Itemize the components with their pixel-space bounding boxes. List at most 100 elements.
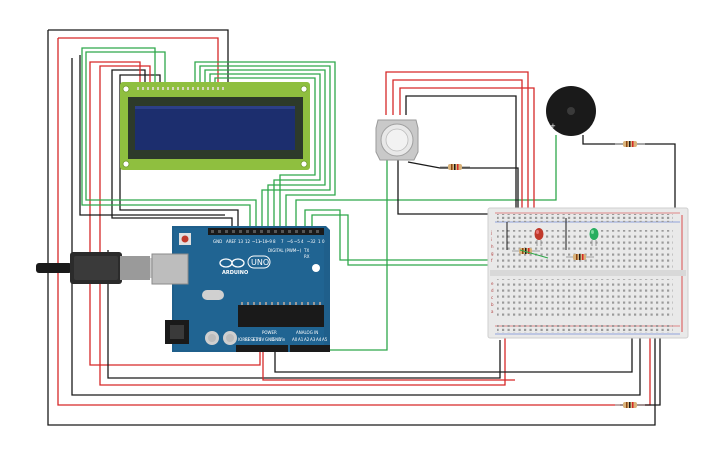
arduino-uno: AREF 13 12 ~11 ~10 ~9 8 7 ~6 ~5 4 ~3 2 1… <box>151 226 330 352</box>
row-letter-j: j <box>490 230 492 235</box>
tx-label: TX <box>303 248 309 253</box>
wire-green-lcd-3 <box>199 65 331 232</box>
pin-label-gnd-2: GND <box>272 337 281 342</box>
wire-green-gas <box>325 160 388 351</box>
pin-label-gnd: GND <box>213 239 222 244</box>
pin-label-a4: A4 <box>316 337 322 342</box>
pin-label-gnd-1: GND <box>265 337 274 342</box>
buzzer-plus-mark: + <box>550 122 556 130</box>
wire-green-lcd-4 <box>204 69 326 232</box>
row-letter-d: d <box>491 288 494 293</box>
wire-black-outer <box>47 29 656 426</box>
row-letter-b: b <box>491 302 494 307</box>
pin-label-5v: 5V <box>259 337 265 342</box>
red-led <box>534 228 544 246</box>
pin-label-a3: A3 <box>310 337 316 342</box>
arduino-logo-text: ARDUINO <box>222 270 248 276</box>
wire-green-buzzer <box>295 135 557 232</box>
pin-label-13: 13 <box>238 239 244 244</box>
resistors <box>440 141 645 408</box>
breadboard: j i h g f e d c b a <box>487 207 689 339</box>
wire-red-gas-1 <box>385 71 529 220</box>
wire-red-gas-2 <box>392 79 523 220</box>
power-header <box>236 345 288 352</box>
usb-cable <box>36 252 174 284</box>
wire-red-third <box>99 65 506 386</box>
wire-black-gas-down <box>397 160 488 215</box>
row-letter-e: e <box>491 281 494 286</box>
row-letter-c: c <box>491 295 493 300</box>
pin-label-8: 8 <box>273 239 276 244</box>
wire-green-lcd-2 <box>85 51 257 232</box>
breadboard-row-letters: j i h g f e d c b a <box>490 230 494 314</box>
wire-red-bottom <box>262 350 515 381</box>
lcd-pin-header <box>137 87 224 90</box>
resistor-bb-green-led <box>566 254 594 260</box>
row-letter-g: g <box>491 251 494 256</box>
pin-label-10: ~10 <box>259 239 268 244</box>
piezo-buzzer: + <box>546 86 596 136</box>
pin-label-3v3: 3.3V <box>252 337 261 342</box>
lcd-display <box>120 82 310 170</box>
pin-label-4: 4 <box>301 239 304 244</box>
wire-black-gas <box>405 95 517 220</box>
pin-label-7: 7 <box>281 239 284 244</box>
lcd-screen <box>135 106 295 150</box>
pin-label-2: 2 <box>313 239 316 244</box>
wire-black-left-long <box>71 58 641 396</box>
rx-label: RX <box>304 254 310 259</box>
pin-label-3: ~3 <box>307 239 313 244</box>
pin-label-a5: A5 <box>322 337 328 342</box>
wire-black-bottom2 <box>274 330 633 373</box>
resistor-buzzer <box>615 141 645 147</box>
row-letter-f: f <box>491 258 493 263</box>
gas-sensor <box>375 119 419 161</box>
row-letter-i: i <box>491 237 492 242</box>
digital-section-label: DIGITAL (PWM~) <box>268 248 302 253</box>
wire-red-gas-3 <box>399 87 535 220</box>
pin-label-ioref: IOREF <box>238 337 251 342</box>
crystal <box>202 290 224 300</box>
resistor-gas <box>440 164 470 170</box>
wire-black-gas-res <box>407 161 519 222</box>
green-led <box>589 228 599 246</box>
analog-pin-labels: A0 A1 A2 A3 A4 A5 <box>292 337 328 342</box>
pin-label-0: 0 <box>322 239 325 244</box>
pin-label-9: ~9 <box>266 239 272 244</box>
pin-label-1: 1 <box>318 239 321 244</box>
power-section-label: POWER <box>262 330 277 335</box>
wire-green-lcd-1 <box>81 47 251 232</box>
wire-green-lcd-7 <box>194 61 336 232</box>
atmega-chip <box>238 305 324 327</box>
resistor-bottom <box>615 402 645 408</box>
wires <box>47 29 676 426</box>
row-letter-a: a <box>491 309 494 314</box>
analog-section-label: ANALOG IN <box>296 330 318 335</box>
breadboard-bottom-holes <box>497 279 673 319</box>
wire-green-lcd-5 <box>209 73 321 232</box>
arduino-logo: ARDUINO <box>219 258 248 276</box>
wire-black-lcd-left <box>111 69 233 232</box>
digital-header <box>208 228 324 235</box>
pin-label-reset: RESET <box>245 337 258 342</box>
pin-label-a0: A0 <box>292 337 298 342</box>
wire-green-lcd-6 <box>214 77 316 232</box>
row-letter-h: h <box>491 244 494 249</box>
wire-red-outer <box>57 37 651 406</box>
pin-label-vin: Vin <box>279 337 286 342</box>
analog-header <box>290 345 330 352</box>
pin-label-a1: A1 <box>298 337 304 342</box>
wire-black-third <box>79 55 225 216</box>
power-pin-labels: IOREF RESET 3.3V 5V GND GND Vin <box>238 337 286 342</box>
pin-label-6: ~6 <box>287 239 293 244</box>
usb-plug-metal <box>120 256 150 280</box>
wire-black-bottom <box>107 250 501 379</box>
wire-red-left <box>89 61 261 366</box>
arduino-model: UNO <box>251 258 269 267</box>
pin-label-11: ~11 <box>252 239 261 244</box>
pin-label-5: ~5 <box>294 239 300 244</box>
pin-label-12: 12 <box>245 239 251 244</box>
digital-pin-labels: AREF 13 12 ~11 ~10 ~9 8 7 ~6 ~5 4 ~3 2 1… <box>213 239 325 244</box>
pin-label-aref: AREF <box>226 239 237 244</box>
